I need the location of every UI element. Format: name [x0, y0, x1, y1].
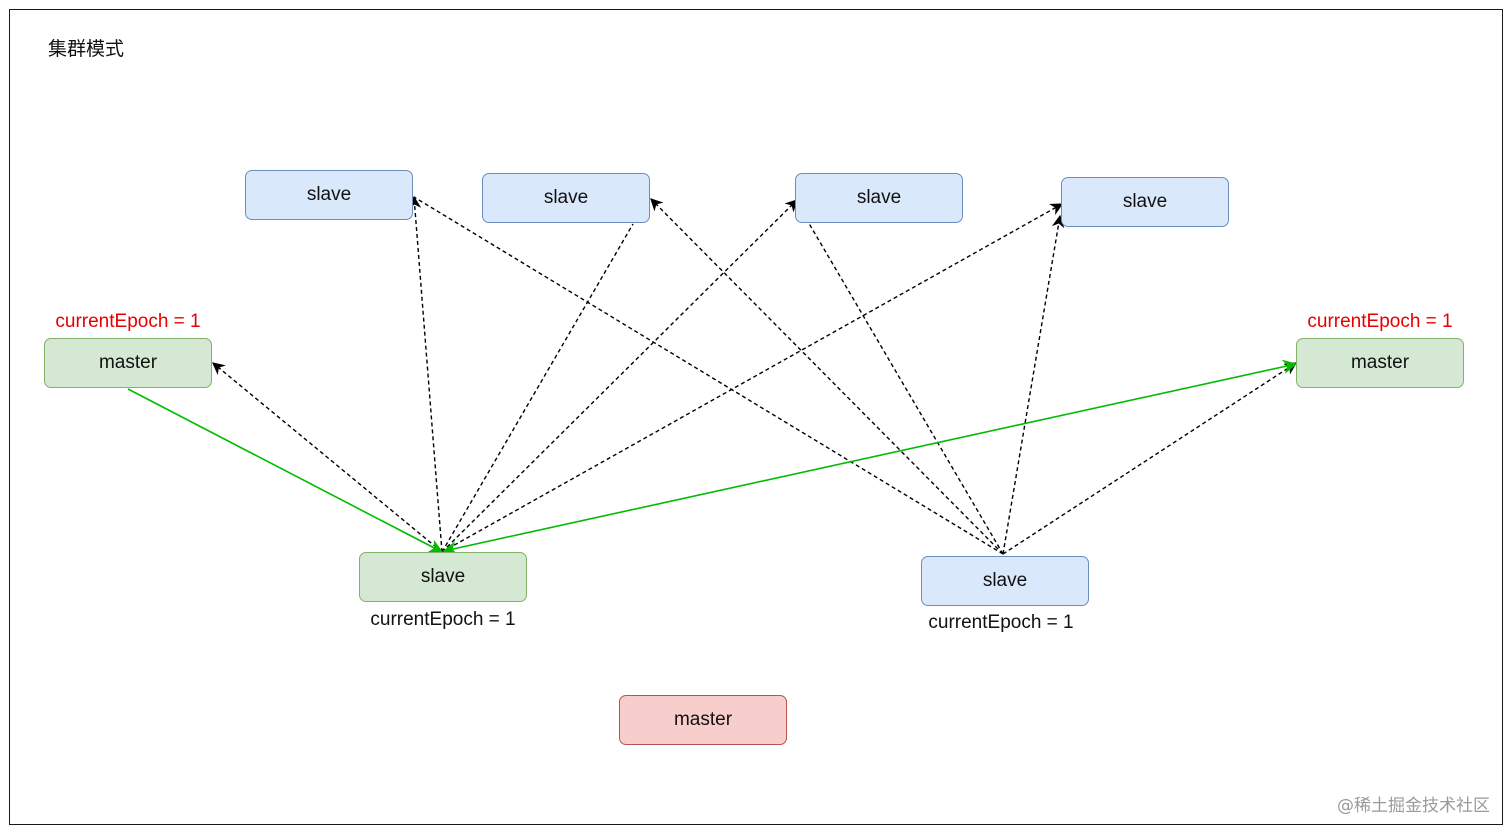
slave-node-top-2: slave: [482, 173, 650, 223]
master-node-failed: master: [619, 695, 787, 745]
edge-slave-blue-to-slave-top-2: [650, 198, 1004, 555]
edge-slave-green-to-master-left: [212, 362, 443, 553]
slave-node-candidate-right: slave: [921, 556, 1089, 606]
edge-slave-green-to-slave-top-4: [441, 203, 1064, 553]
edge-slave-blue-to-slave-top-1: [413, 196, 1004, 555]
edge-slave-green-to-slave-top-1: [408, 195, 443, 553]
diagram-title: 集群模式: [48, 38, 125, 60]
master-node-left: master: [44, 338, 212, 388]
edge-slave-blue-to-slave-top-3: [796, 201, 1004, 555]
watermark-text: @稀土掘金技术社区: [1337, 796, 1490, 816]
slave-node-top-1: slave: [245, 170, 413, 220]
slave-node-candidate-left: slave: [359, 552, 527, 602]
slave-left-epoch-label: currentEpoch = 1: [370, 609, 516, 630]
edge-master-left-to-slave-green: [127, 388, 444, 553]
master-node-right: master: [1296, 338, 1464, 388]
edge-slave-green-to-slave-top-3: [441, 199, 798, 553]
vote-edges: [127, 359, 1298, 556]
master-left-epoch-label: currentEpoch = 1: [55, 311, 201, 332]
slave-node-top-3: slave: [795, 173, 963, 223]
edge-slave-blue-to-master-right: [1002, 362, 1298, 555]
master-right-epoch-label: currentEpoch = 1: [1307, 311, 1453, 332]
edge-slave-blue-to-slave-top-4: [1002, 214, 1065, 555]
edge-slave-green-to-slave-top-2: [441, 223, 634, 553]
slave-node-top-4: slave: [1061, 177, 1229, 227]
edge-master-right-to-slave-green: [442, 359, 1298, 556]
broadcast-edges-right: [413, 196, 1298, 555]
slave-right-epoch-label: currentEpoch = 1: [928, 612, 1074, 633]
